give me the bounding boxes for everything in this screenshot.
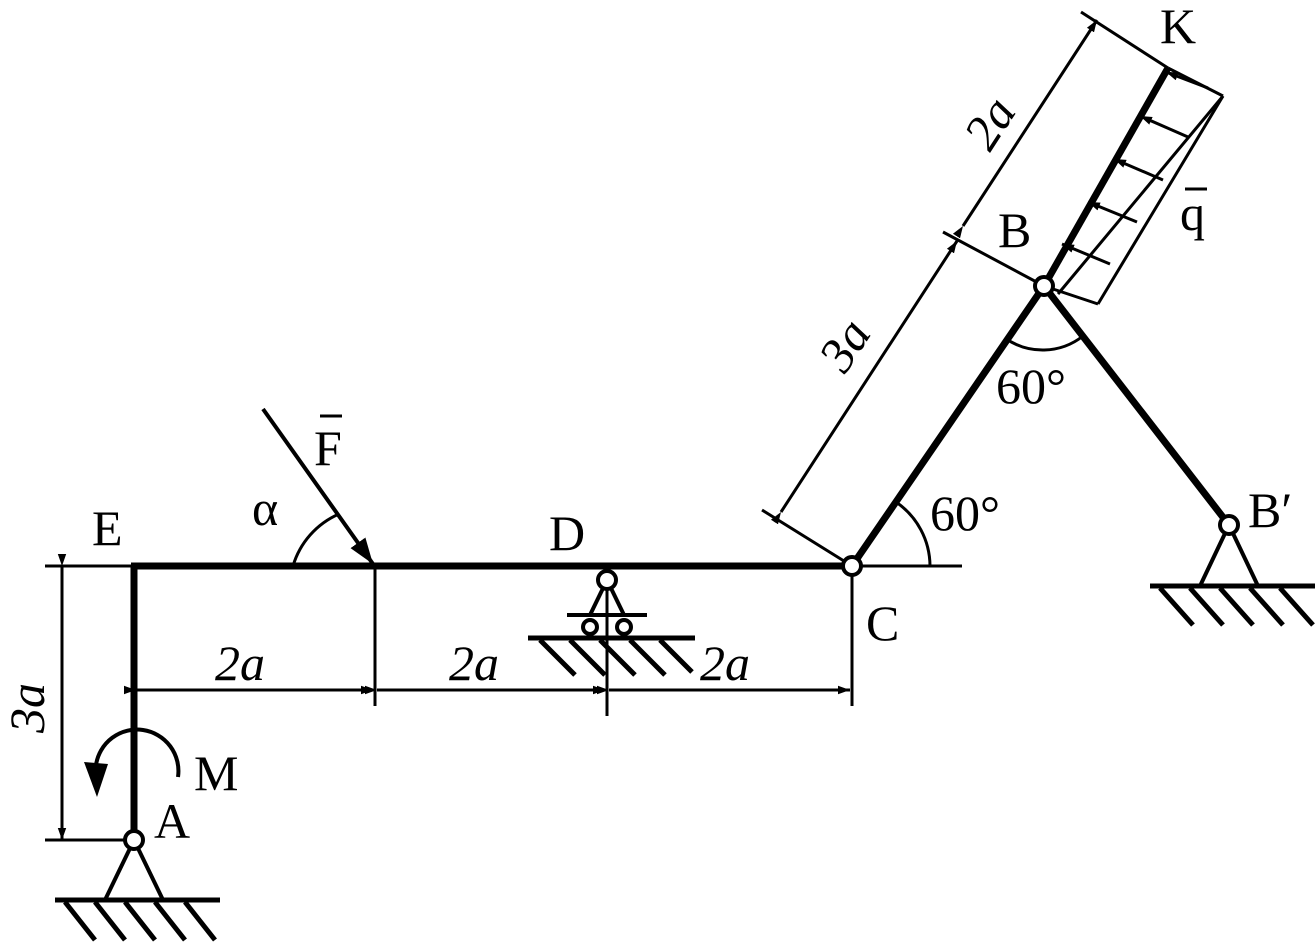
label-b: B [998, 202, 1031, 258]
ground-a [55, 897, 220, 942]
label-angle-c: 60° [930, 485, 1000, 541]
support-a [103, 839, 165, 901]
hinges [123, 275, 1240, 851]
reference-lines [45, 10, 1169, 842]
label-q: q [1180, 185, 1205, 241]
ground-d [528, 635, 695, 677]
label-m: M [194, 745, 238, 801]
label-a: A [154, 793, 190, 849]
label-d: D [549, 505, 585, 561]
dim-ef: 2a [215, 635, 265, 691]
hinge-b-prime [1218, 514, 1240, 536]
label-k: K [1160, 0, 1196, 54]
dim-dc: 2a [700, 635, 750, 691]
strut-bb-prime [1041, 283, 1232, 528]
hinge-b [1033, 275, 1055, 297]
label-e: E [92, 500, 123, 556]
support-b-prime [1198, 524, 1260, 587]
dim-fd: 2a [449, 635, 499, 691]
label-b-prime: B′ [1248, 482, 1292, 538]
hinge-c [841, 555, 863, 577]
distributed-load-q [1043, 66, 1225, 306]
dim-cb: 3a [807, 309, 882, 382]
angle-arcs [291, 334, 1084, 567]
force-f-arrow [261, 407, 375, 566]
label-alpha: α [252, 480, 278, 536]
rod-bk [1040, 66, 1172, 288]
label-f: F [314, 420, 342, 476]
dim-ea: 3a [0, 683, 55, 734]
roller-support-d [567, 579, 647, 636]
moment-m [84, 727, 181, 797]
ground-b-prime [1150, 583, 1315, 627]
hinge-a [123, 829, 145, 851]
dimension-lines [57, 19, 1099, 840]
hinge-d [596, 569, 618, 591]
label-angle-b: 60° [996, 358, 1066, 414]
label-c: C [866, 595, 899, 651]
